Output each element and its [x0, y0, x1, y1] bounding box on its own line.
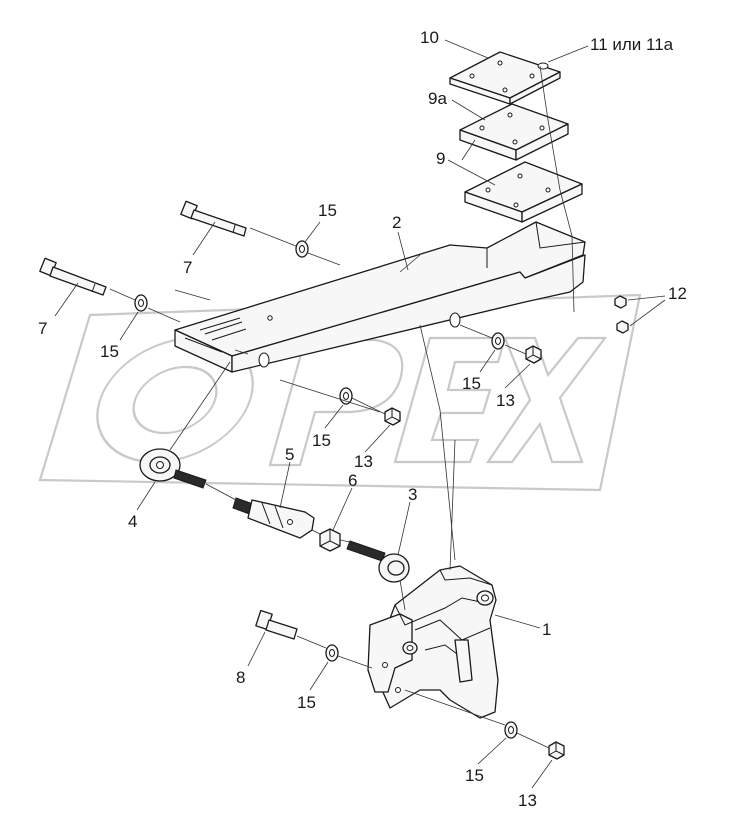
- nut-13-b: [384, 407, 401, 426]
- washer-15-e: [325, 644, 339, 662]
- callout-2: 2: [392, 213, 401, 232]
- rod-end-4: [139, 448, 207, 489]
- callout-7-lower: 7: [38, 319, 47, 338]
- bolt-7-upper: [180, 200, 247, 237]
- callout-5: 5: [285, 445, 294, 464]
- callout-1: 1: [542, 620, 551, 639]
- plate-9a: [459, 103, 569, 161]
- callout-15-right: 15: [462, 374, 481, 393]
- nut-12-lower: [616, 320, 629, 334]
- washer-15-f: [504, 721, 518, 739]
- callout-9a: 9а: [428, 89, 447, 108]
- callout-13-mid: 13: [354, 452, 373, 471]
- callout-11: 11 или 11а: [590, 35, 674, 54]
- rod-end-3: [346, 540, 410, 583]
- plate-9: [464, 161, 583, 223]
- callout-10: 10: [420, 28, 439, 47]
- leader-lines: [54, 39, 666, 789]
- callout-15-mid: 15: [312, 431, 331, 450]
- plate-10: [449, 51, 561, 105]
- nut-13-a: [525, 345, 542, 364]
- callout-15-bottom-left: 15: [297, 693, 316, 712]
- nut-13-c: [548, 741, 565, 760]
- callout-8: 8: [236, 668, 245, 687]
- beam-2: [174, 221, 586, 373]
- washer-15-c: [491, 332, 505, 350]
- assembly-lines: [109, 65, 575, 749]
- callout-13-bottom: 13: [518, 791, 537, 810]
- callout-15-left: 15: [100, 342, 119, 361]
- bolt-7-lower: [39, 257, 107, 296]
- washer-15-d: [339, 387, 353, 405]
- turnbuckle-5: [232, 497, 315, 539]
- callout-13-right: 13: [496, 391, 515, 410]
- callout-7-upper: 7: [183, 258, 192, 277]
- nut-6: [319, 528, 341, 552]
- washer-15-b: [134, 294, 148, 312]
- callout-9: 9: [436, 149, 445, 168]
- nut-12-upper: [614, 295, 627, 309]
- bracket-1: [367, 565, 499, 719]
- callout-15-bottom-right: 15: [465, 766, 484, 785]
- bolt-8: [255, 609, 298, 640]
- callout-3: 3: [408, 485, 417, 504]
- washer-15-a: [295, 240, 309, 258]
- callout-labels: 10 11 или 11а 9а 9 15 2 7 7 12 15 15 13 …: [38, 28, 687, 810]
- callout-12: 12: [668, 284, 687, 303]
- callout-15-top: 15: [318, 201, 337, 220]
- callout-6: 6: [348, 471, 357, 490]
- callout-4: 4: [128, 512, 137, 531]
